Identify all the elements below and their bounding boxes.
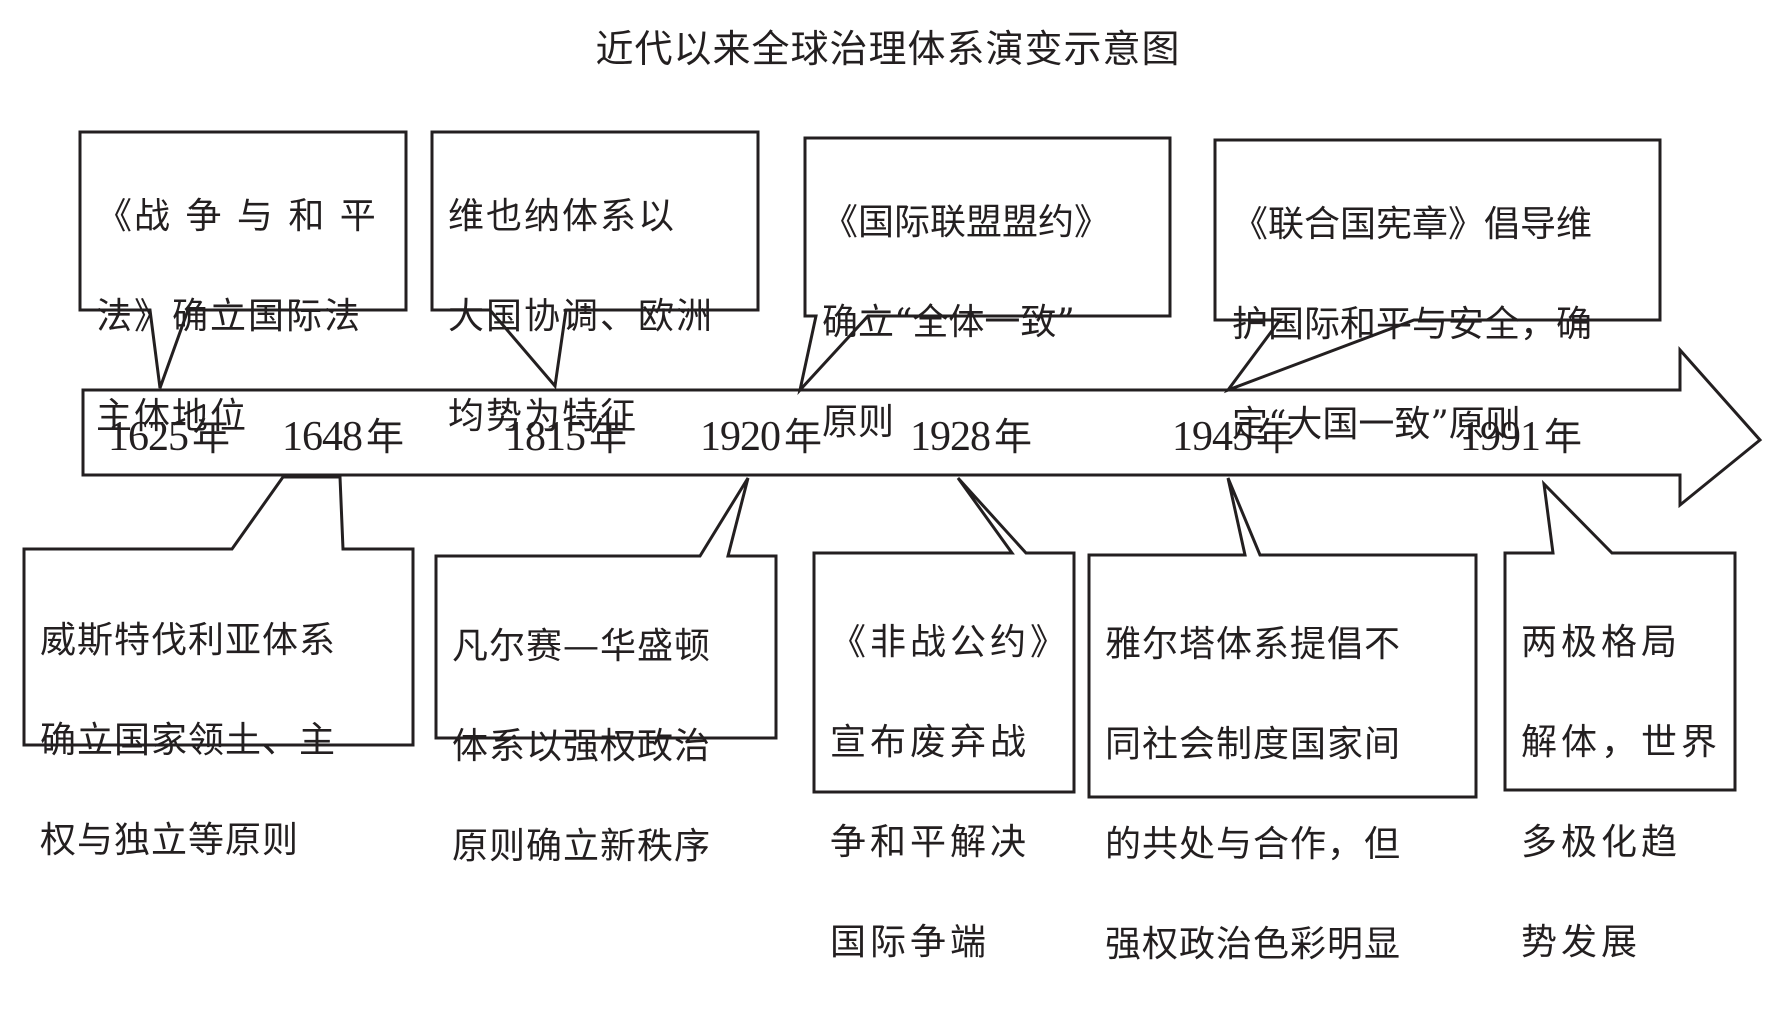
event-line: 原则: [822, 402, 895, 443]
callout-shape-1920-upper: [797, 136, 1172, 396]
callout-shape-1945-lower: [1087, 477, 1478, 799]
event-box-1920-upper: 《国际联盟盟约》 确立“全体一致” 原则: [808, 142, 1170, 498]
event-line: 威斯特伐利亚体系: [40, 620, 337, 661]
event-line: 体系以强权政治: [452, 726, 712, 767]
callout-shape-1648: [22, 475, 415, 747]
event-box-1920-lower: 凡尔赛—华盛顿 体系以强权政治 原则确立新秩序: [438, 566, 776, 922]
event-line: 凡尔赛—华盛顿: [452, 626, 712, 667]
event-box-1945-upper: 《联合国宪章》倡导维 护国际和平与安全，确 定“大国一致”原则: [1218, 144, 1660, 500]
diagram-title: 近代以来全球治理体系演变示意图: [595, 27, 1181, 71]
event-line: 《国际联盟盟约》: [822, 202, 1111, 243]
timeline-shapes: [22, 130, 1763, 799]
event-line: 强权政治色彩明显: [1105, 924, 1402, 965]
callout-shape-1920-lower: [434, 477, 778, 740]
event-box-1625: 《战 争 与 和 平 法》确立国际法 主体地位: [82, 136, 406, 492]
event-line: 争和平解决: [830, 822, 1031, 863]
event-line: 确立“全体一致”: [822, 302, 1075, 343]
callout-shape-1945-upper: [1213, 138, 1662, 394]
event-line: 权与独立等原则: [40, 820, 300, 861]
event-box-1928: 《非战公约》 宣布废弃战 争和平解决 国际争端: [816, 562, 1074, 1018]
event-line: 原则确立新秩序: [452, 826, 712, 867]
event-line: 法》确立国际法: [96, 296, 363, 337]
event-line: 护国际和平与安全，确: [1232, 304, 1593, 345]
event-line: 国际争端: [830, 922, 991, 963]
event-line: 雅尔塔体系提倡不: [1105, 624, 1402, 665]
callout-shape-1815: [430, 130, 760, 390]
event-line: 《战 争 与 和 平: [96, 196, 378, 237]
event-line: 宣布废弃战: [830, 722, 1031, 763]
event-box-1815: 维也纳体系以 大国协调、欧洲 均势为特征: [434, 136, 758, 492]
callout-shape-1625: [78, 130, 408, 389]
event-line: 势发展: [1521, 922, 1642, 963]
event-line: 均势为特征: [448, 396, 639, 437]
event-box-1945-lower: 雅尔塔体系提倡不 同社会制度国家间 的共处与合作，但 强权政治色彩明显: [1091, 564, 1476, 1020]
event-line: 多极化趋: [1521, 822, 1682, 863]
event-line: 大国协调、欧洲: [448, 296, 715, 337]
event-line: 定“大国一致”原则: [1232, 404, 1521, 445]
event-box-1991: 两极格局 解体，世界 多极化趋 势发展: [1507, 562, 1735, 1018]
event-line: 确立国家领土、主: [40, 720, 337, 761]
timeline-arrow: [81, 346, 1763, 509]
event-line: 《联合国宪章》倡导维: [1232, 204, 1593, 245]
event-line: 两极格局: [1521, 622, 1682, 663]
event-line: 同社会制度国家间: [1105, 724, 1402, 765]
event-line: 解体，世界: [1521, 722, 1722, 763]
callout-shape-1991: [1503, 479, 1737, 792]
event-line: 的共处与合作，但: [1105, 824, 1402, 865]
event-box-1648: 威斯特伐利亚体系 确立国家领土、主 权与独立等原则: [26, 560, 413, 916]
event-line: 维也纳体系以: [448, 196, 677, 237]
event-line: 主体地位: [96, 396, 249, 437]
event-line: 《非战公约》: [830, 622, 1071, 663]
callout-shape-1928: [812, 476, 1076, 794]
